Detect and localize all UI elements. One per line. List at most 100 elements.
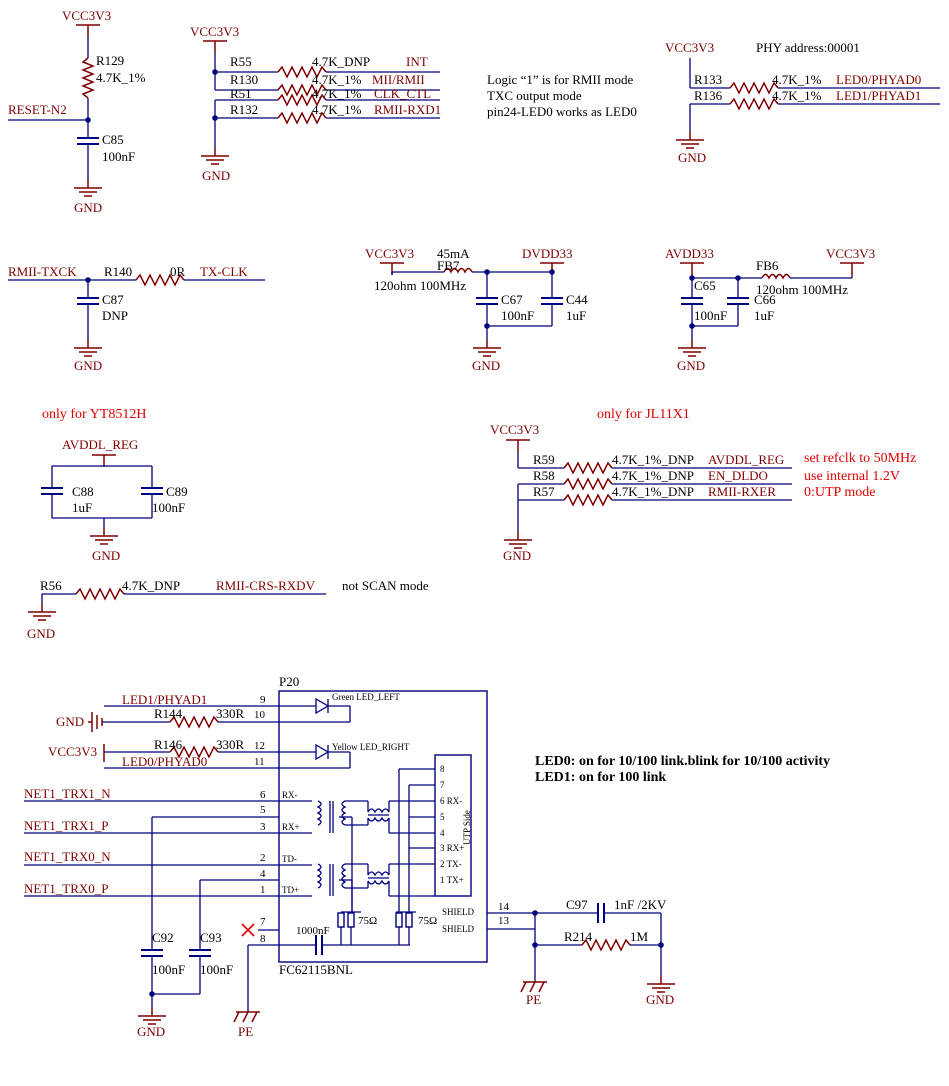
note-text: LED0: on for 10/100 link.blink for 10/10… (535, 754, 830, 769)
ground-label: GND (74, 358, 102, 373)
note-text: set refclk to 50MHz (804, 451, 916, 466)
power-symbol (679, 262, 705, 276)
green-led-icon (315, 697, 330, 715)
led-label: Yellow LED_RIGHT (332, 742, 410, 752)
value-label: 4.7K_1%_DNP (612, 468, 694, 483)
value-label: 4.7K_DNP (122, 578, 180, 593)
net-label: TX-CLK (200, 264, 248, 279)
ref-label: C89 (166, 484, 188, 499)
capacitor-c65 (680, 297, 704, 305)
ref-label: R140 (104, 264, 132, 279)
resistor-r136 (729, 98, 779, 110)
pin-number: 4 (260, 868, 266, 880)
pe-symbol (520, 981, 548, 993)
value-label: 1nF /2KV (614, 897, 667, 912)
power-symbol (202, 40, 228, 54)
value-label: 1M (630, 929, 649, 944)
value-label: 1uF (754, 308, 774, 323)
ground-symbol (89, 527, 119, 545)
value-label: 4.7K_1% (312, 102, 362, 117)
ground-label: GND (678, 150, 706, 165)
pin-number: 1 (260, 884, 266, 896)
pin-number: 11 (254, 756, 265, 768)
ref-label: R56 (40, 578, 62, 593)
transformer-coil-icon (317, 863, 322, 889)
ground-label: GND (74, 200, 102, 215)
ref-label: C44 (566, 292, 588, 307)
ground-symbol (503, 531, 533, 549)
ground-symbol (646, 975, 676, 993)
note-text: LED1: on for 100 link (535, 770, 666, 785)
net-label: NET1_TRX0_N (24, 849, 111, 864)
phy-address-block: VCC3V3 PHY address:00001 R133 R136 4.7K_… (665, 40, 940, 165)
ground-label: GND (472, 358, 500, 373)
power-label: VCC3V3 (826, 246, 875, 261)
ref-label: C88 (72, 484, 94, 499)
pe-label: PE (238, 1024, 253, 1039)
power-label: VCC3V3 (665, 40, 714, 55)
yellow-led-icon (315, 743, 330, 761)
jl11x1-block: only for JL11X1 VCC3V3 R59 R58 R57 4.7K_… (490, 407, 916, 563)
value-label: 1uF (566, 308, 586, 323)
ref-label: R130 (230, 72, 258, 87)
note-text: 0:UTP mode (804, 485, 875, 500)
ground-label: GND (92, 548, 120, 563)
pin-number: 5 (260, 804, 266, 816)
capacitor-c93 (188, 949, 212, 957)
pin-number: 7 (260, 916, 266, 928)
utp-side-box (434, 754, 472, 897)
value-label: 4.7K_1% (96, 70, 146, 85)
pin-number: 8 (260, 933, 266, 945)
net-label: CLK_CTL (374, 86, 431, 101)
net-label: LED0/PHYAD0 (836, 72, 921, 87)
pin-label: RX- (282, 790, 298, 800)
txck-block: RMII-TXCK R140 0R TX-CLK C87 DNP GND (8, 264, 265, 373)
ground-symbol (472, 339, 502, 357)
resistor-r58 (563, 478, 613, 490)
net-label: LED1/PHYAD1 (836, 88, 921, 103)
rj45-connector-block: P20 FC62115BNL LED1/PHYAD1 9 Green LED_L… (24, 674, 676, 1039)
ground-label: GND (137, 1024, 165, 1039)
pin-label: TD- (282, 854, 297, 864)
value-label: 1uF (72, 500, 92, 515)
ground-label: GND (677, 358, 705, 373)
ref-label: R133 (694, 72, 722, 87)
capacitor-c89 (140, 487, 164, 495)
pin-label: 5 (440, 812, 445, 822)
ground-symbol (677, 339, 707, 357)
power-label: AVDD33 (665, 246, 714, 261)
value-label: 330R (216, 706, 245, 721)
resistor-r133 (729, 82, 779, 94)
dvdd33-block: VCC3V3 45mA FB7 120ohm 100MHz DVDD33 C67… (365, 246, 588, 373)
resistor-r57 (563, 494, 613, 506)
value-label: 1000nF (296, 925, 330, 937)
power-label: VCC3V3 (365, 246, 414, 261)
power-symbol (839, 262, 865, 276)
ground-symbol (200, 147, 230, 165)
ground-label: GND (202, 168, 230, 183)
choke-icon (367, 808, 390, 814)
internal-capacitor (315, 934, 323, 956)
net-label: LED0/PHYAD0 (122, 754, 207, 769)
value-label: 4.7K_1% (312, 86, 362, 101)
ref-label: R136 (694, 88, 723, 103)
ferrite-fb6 (761, 273, 791, 279)
ground-symbol (73, 179, 103, 197)
resistor-r59 (563, 462, 613, 474)
resistor-r129 (82, 57, 94, 99)
ref-label: FB6 (756, 258, 779, 273)
resistor-r56 (75, 588, 125, 600)
note-text: PHY address:00001 (756, 40, 860, 55)
net-label: AVDDL_REG (708, 452, 784, 467)
ground-symbol (73, 339, 103, 357)
pin-label: SHIELD (442, 924, 474, 934)
net-label: INT (406, 54, 428, 69)
termination-resistor (337, 912, 345, 928)
power-symbol (91, 454, 117, 468)
power-label: VCC3V3 (190, 24, 239, 39)
termination-resistor (347, 912, 355, 928)
capacitor-c66 (726, 297, 750, 305)
ground-label: GND (27, 626, 55, 641)
ground-symbol (675, 131, 705, 149)
value-label: 100nF (152, 500, 185, 515)
